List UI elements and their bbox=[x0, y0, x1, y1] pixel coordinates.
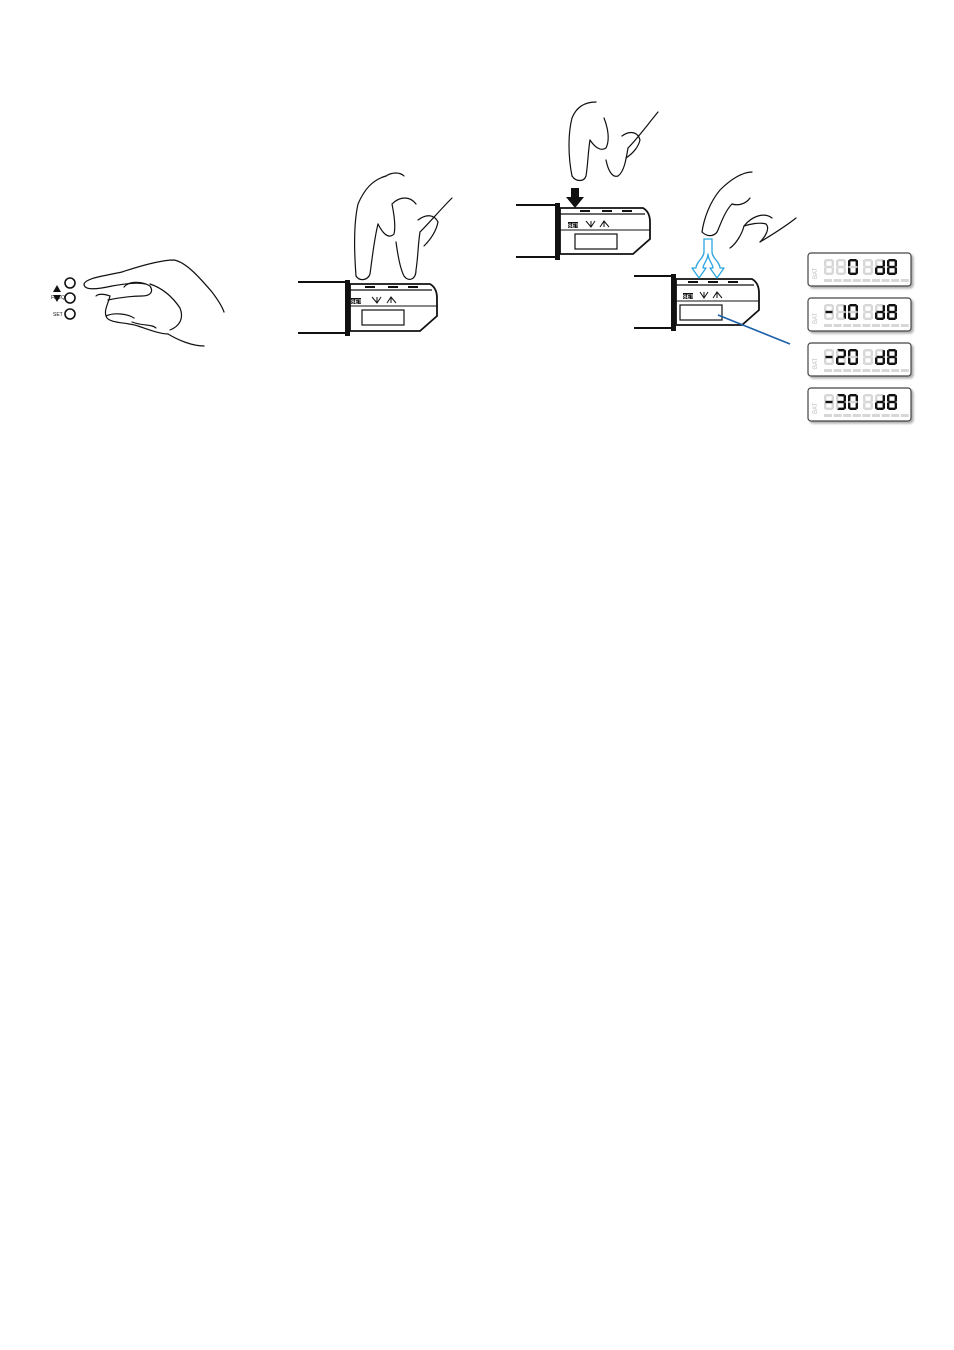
lcd-display: BAT -30 dB bbox=[808, 388, 911, 421]
leader-line bbox=[718, 315, 790, 344]
lcd-display: BAT -10 dB bbox=[808, 298, 911, 331]
lcd-level-bar bbox=[882, 324, 890, 327]
lcd-level-bar bbox=[882, 414, 890, 417]
lcd-separator-digit bbox=[863, 259, 873, 275]
lcd-level-bar bbox=[872, 279, 880, 282]
lcd-level-bar bbox=[834, 279, 842, 282]
lcd-value-digit bbox=[836, 394, 846, 410]
device-display-window bbox=[362, 310, 404, 325]
lcd-level-bar bbox=[862, 324, 870, 327]
lcd-display: BAT 0 dB bbox=[808, 253, 911, 286]
lcd-value-digit bbox=[848, 394, 858, 410]
lcd-level-bar bbox=[834, 369, 842, 372]
lcd-level-bar bbox=[901, 414, 909, 417]
lcd-level-bar bbox=[891, 324, 899, 327]
lcd-unit-digit bbox=[887, 304, 897, 320]
panel-button-column: FREQ SET bbox=[51, 278, 75, 319]
lcd-level-bar bbox=[891, 369, 899, 372]
press-release-arrows-icon bbox=[692, 239, 724, 278]
lcd-level-bar bbox=[901, 324, 909, 327]
lcd-level-bar bbox=[872, 369, 880, 372]
lcd-value-text: 0 dB bbox=[905, 282, 907, 284]
finger-press-icon bbox=[355, 173, 452, 280]
finger-press-icon-4 bbox=[702, 172, 796, 248]
lcd-unit-digit bbox=[875, 349, 885, 365]
lcd-separator-digit bbox=[863, 304, 873, 320]
lcd-level-bar bbox=[891, 279, 899, 282]
lcd-level-bar bbox=[834, 414, 842, 417]
lcd-display: BAT -20 dB bbox=[808, 343, 911, 376]
lcd-level-bar bbox=[862, 414, 870, 417]
lcd-level-bar bbox=[853, 279, 861, 282]
lcd-level-bar bbox=[891, 414, 899, 417]
lcd-value-text: -30 dB bbox=[904, 417, 907, 419]
device-panel-3: SET bbox=[516, 203, 650, 260]
lcd-level-bar bbox=[862, 279, 870, 282]
up-arrow-icon bbox=[53, 285, 61, 292]
lcd-level-bar bbox=[901, 369, 909, 372]
lcd-level-bar bbox=[824, 369, 832, 372]
lcd-unit-digit bbox=[887, 349, 897, 365]
lcd-level-bar bbox=[824, 414, 832, 417]
lcd-value-digit bbox=[848, 304, 858, 320]
device-set-label-4: SET bbox=[683, 295, 694, 301]
lcd-unit-digit bbox=[887, 394, 897, 410]
lcd-value-digit bbox=[848, 349, 858, 365]
lcd-level-bar bbox=[862, 369, 870, 372]
lcd-unit-digit bbox=[875, 259, 885, 275]
lcd-level-bar bbox=[872, 324, 880, 327]
lcd-level-bar bbox=[824, 324, 832, 327]
lcd-level-bar bbox=[901, 279, 909, 282]
lcd-separator-digit bbox=[863, 349, 873, 365]
lcd-unit-digit bbox=[875, 394, 885, 410]
lcd-value-digit bbox=[824, 394, 834, 410]
finger-press-icon-3 bbox=[569, 102, 658, 181]
lcd-display-list: BAT 0 dB BAT -10 dB BAT -20 dB BAT -30 dB bbox=[808, 253, 911, 421]
lcd-level-bar bbox=[853, 414, 861, 417]
device-tube bbox=[298, 282, 347, 333]
lcd-value-digit bbox=[848, 259, 858, 275]
bat-label: BAT bbox=[813, 357, 819, 369]
lcd-value-digit bbox=[824, 259, 834, 275]
bat-label: BAT bbox=[813, 267, 819, 279]
lcd-value-text: -20 dB bbox=[904, 372, 907, 374]
hand-pointing-icon bbox=[84, 260, 224, 346]
lcd-level-bar bbox=[853, 369, 861, 372]
lcd-value-digit bbox=[836, 349, 846, 365]
lcd-level-bar bbox=[882, 369, 890, 372]
lcd-value-digit bbox=[824, 349, 834, 365]
lcd-level-bar bbox=[843, 414, 851, 417]
lcd-level-bar bbox=[834, 324, 842, 327]
lcd-level-bar bbox=[882, 279, 890, 282]
lcd-separator-digit bbox=[863, 394, 873, 410]
lcd-value-digit bbox=[836, 259, 846, 275]
device-set-label-3: SET bbox=[568, 224, 579, 230]
press-down-arrow-icon bbox=[566, 188, 584, 208]
lcd-level-bar bbox=[824, 279, 832, 282]
up-button[interactable] bbox=[65, 278, 75, 288]
set-label: SET bbox=[53, 312, 63, 318]
lcd-value-digit bbox=[824, 304, 834, 320]
device-panel-4: SET bbox=[634, 274, 759, 331]
down-button[interactable] bbox=[65, 293, 75, 303]
lcd-level-bar bbox=[843, 369, 851, 372]
set-button[interactable] bbox=[65, 309, 75, 319]
lcd-level-bar bbox=[872, 414, 880, 417]
device-panel-2: SET bbox=[298, 280, 437, 336]
lcd-value-digit bbox=[836, 304, 846, 320]
lcd-value-text: -10 dB bbox=[904, 327, 907, 329]
lcd-level-bar bbox=[853, 324, 861, 327]
instruction-figure: FREQ SET SET bbox=[0, 0, 954, 460]
bat-label: BAT bbox=[813, 312, 819, 324]
device-set-label: SET bbox=[351, 300, 362, 306]
lcd-level-bar bbox=[843, 279, 851, 282]
lcd-unit-digit bbox=[875, 304, 885, 320]
lcd-level-bar bbox=[843, 324, 851, 327]
lcd-unit-digit bbox=[887, 259, 897, 275]
bat-label: BAT bbox=[813, 402, 819, 414]
